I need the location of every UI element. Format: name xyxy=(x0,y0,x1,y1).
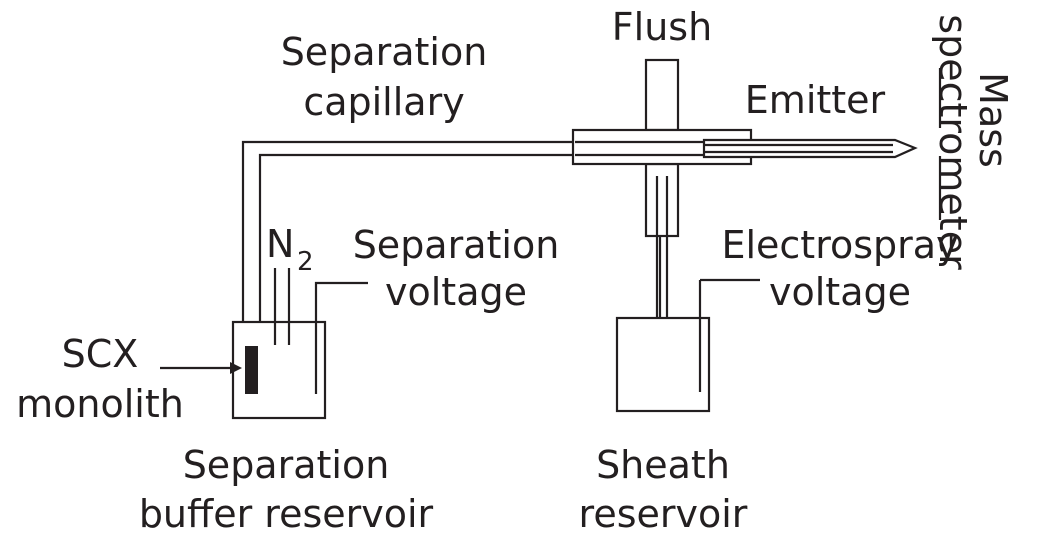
flush-label: Flush xyxy=(612,5,712,49)
separation-electrode xyxy=(314,281,368,394)
separation-voltage-label-line1: Separation xyxy=(353,223,560,267)
electrospray-voltage-label-line2: voltage xyxy=(769,270,911,314)
mass-spectrometer-label-line2: spectrometer xyxy=(931,14,975,270)
emitter xyxy=(702,138,918,159)
mass-spectrometer-label: Mass spectrometer xyxy=(931,14,1015,270)
n2-label: N xyxy=(266,222,294,266)
separation-buffer-reservoir-label-line1: Separation xyxy=(183,443,390,487)
n2-subscript: 2 xyxy=(297,247,314,277)
sheath-reservoir xyxy=(615,316,711,413)
separation-buffer-reservoir-label-line2: buffer reservoir xyxy=(139,492,434,536)
sheath-arm xyxy=(644,162,680,238)
emitter-label: Emitter xyxy=(745,78,886,122)
scx-monolith-label-line2: monolith xyxy=(16,382,184,426)
sheath-reservoir-label-line2: reservoir xyxy=(579,492,748,536)
electrospray-voltage-label-line1: Electrospray xyxy=(721,223,958,267)
separation-capillary xyxy=(241,140,575,373)
separation-capillary-label-line2: capillary xyxy=(303,80,464,124)
scx-monolith-label-line1: SCX xyxy=(62,332,139,376)
mass-spectrometer-label-line1: Mass xyxy=(971,72,1015,168)
flush-arm xyxy=(644,58,680,132)
scx-pointer-arrow xyxy=(160,362,242,374)
separation-voltage-label-line2: voltage xyxy=(385,270,527,314)
sheath-reservoir-label-line1: Sheath xyxy=(596,443,730,487)
scx-monolith xyxy=(245,346,258,394)
separation-capillary-label-line1: Separation xyxy=(281,30,488,74)
